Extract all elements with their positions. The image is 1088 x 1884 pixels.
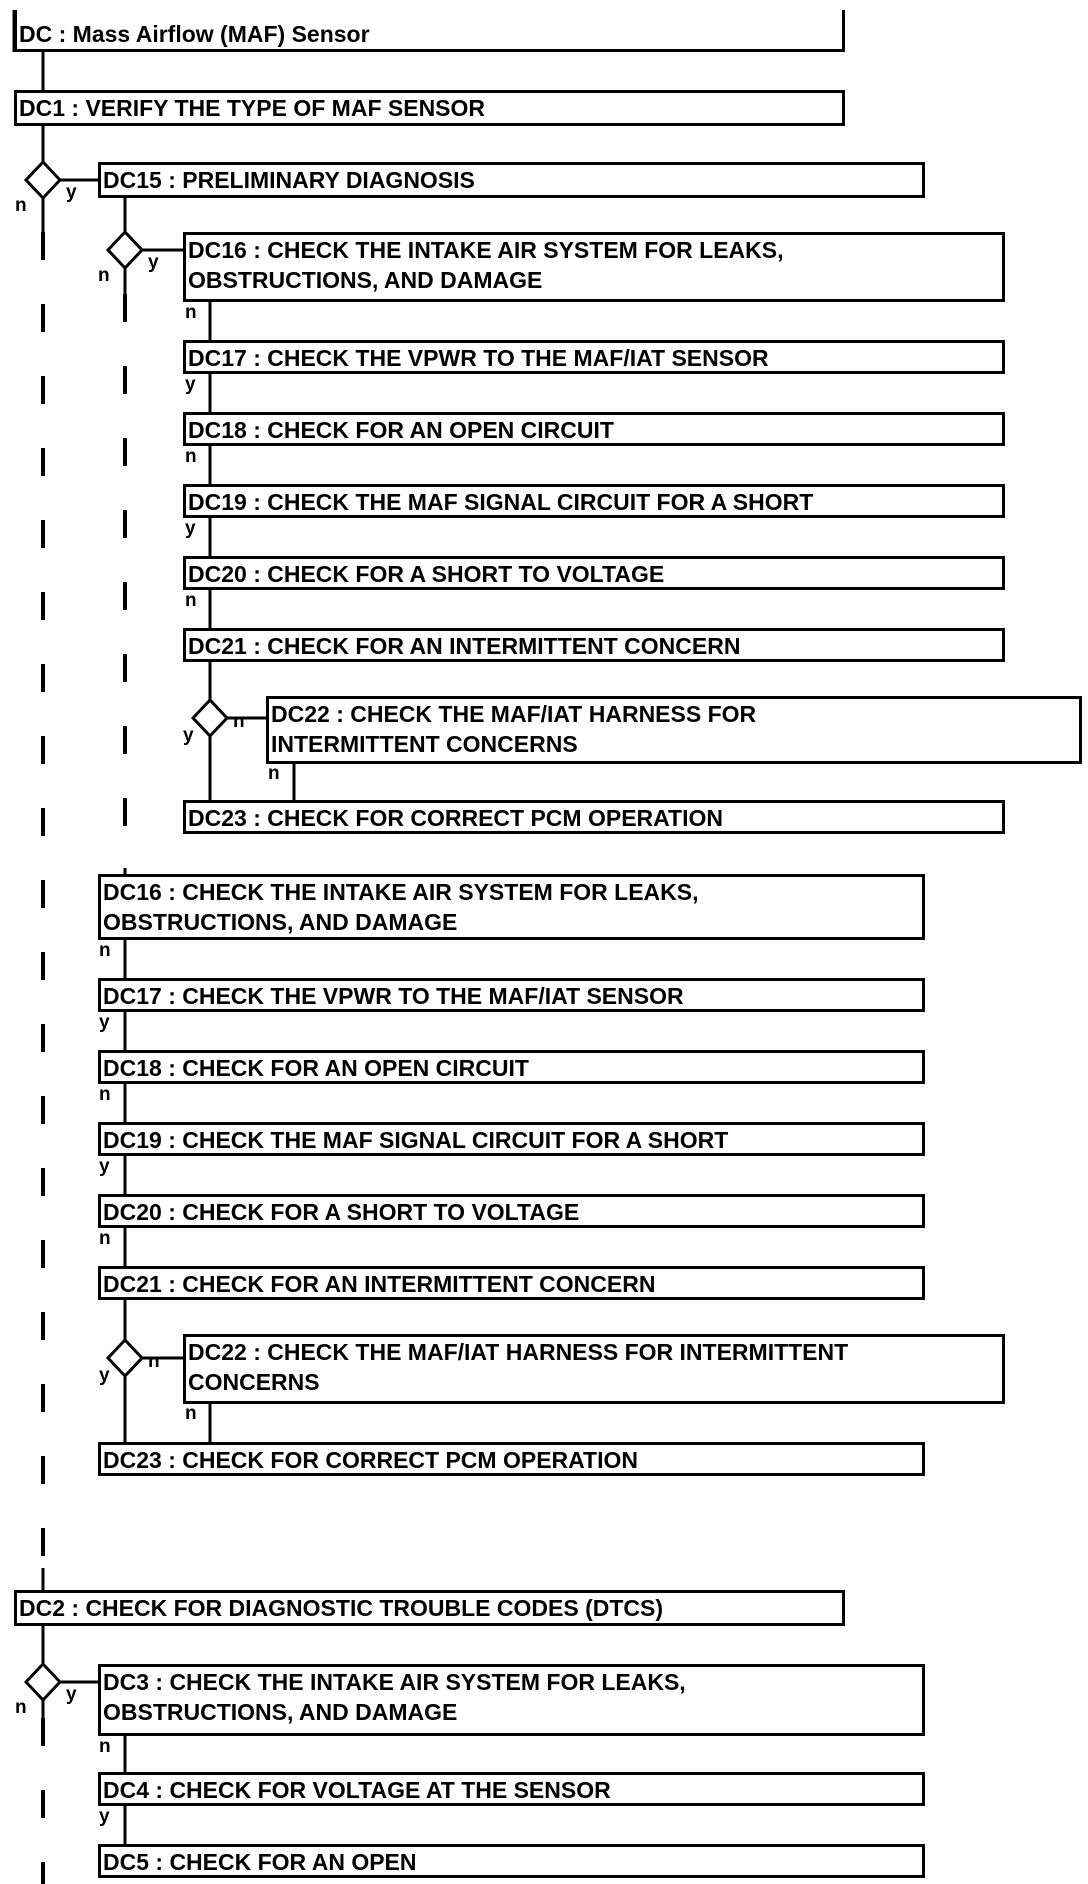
step-a-dc21: DC21 : CHECK FOR AN INTERMITTENT CONCERN bbox=[183, 628, 1005, 662]
step-dc5: DC5 : CHECK FOR AN OPEN bbox=[98, 1844, 925, 1878]
branch-label-y: y bbox=[185, 374, 196, 395]
branch-label-n: n bbox=[185, 1403, 197, 1424]
step-dc15: DC15 : PRELIMINARY DIAGNOSIS bbox=[98, 162, 925, 198]
branch-label-n: n bbox=[99, 1736, 111, 1757]
branch-label-y: y bbox=[99, 1012, 110, 1033]
branch-label-y: y bbox=[66, 1684, 77, 1705]
step-dc2: DC2 : CHECK FOR DIAGNOSTIC TROUBLE CODES… bbox=[14, 1590, 845, 1626]
step-b-dc23: DC23 : CHECK FOR CORRECT PCM OPERATION bbox=[98, 1442, 925, 1476]
step-b-dc20: DC20 : CHECK FOR A SHORT TO VOLTAGE bbox=[98, 1194, 925, 1228]
step-b-dc21: DC21 : CHECK FOR AN INTERMITTENT CONCERN bbox=[98, 1266, 925, 1300]
decision-diamond-5 bbox=[23, 1661, 63, 1703]
step-a-dc20: DC20 : CHECK FOR A SHORT TO VOLTAGE bbox=[183, 556, 1005, 590]
branch-label-y: y bbox=[66, 182, 77, 203]
title-box: DC : Mass Airflow (MAF) Sensor bbox=[14, 10, 845, 52]
branch-label-n: n bbox=[268, 763, 280, 784]
step-a-dc22: DC22 : CHECK THE MAF/IAT HARNESS FOR INT… bbox=[266, 696, 1082, 764]
decision-diamond-4 bbox=[105, 1337, 145, 1379]
decision-diamond-3 bbox=[190, 697, 230, 739]
branch-label-n: n bbox=[15, 1697, 27, 1718]
branch-label-n: n bbox=[185, 446, 197, 467]
step-b-dc16: DC16 : CHECK THE INTAKE AIR SYSTEM FOR L… bbox=[98, 874, 925, 940]
branch-label-y: y bbox=[183, 725, 194, 746]
branch-label-n: n bbox=[98, 265, 110, 286]
decision-diamond-2 bbox=[105, 229, 145, 271]
branch-label-n: n bbox=[185, 590, 197, 611]
step-dc1: DC1 : VERIFY THE TYPE OF MAF SENSOR bbox=[14, 90, 845, 126]
branch-label-y: y bbox=[185, 518, 196, 539]
step-b-dc22: DC22 : CHECK THE MAF/IAT HARNESS FOR INT… bbox=[183, 1334, 1005, 1404]
step-b-dc19: DC19 : CHECK THE MAF SIGNAL CIRCUIT FOR … bbox=[98, 1122, 925, 1156]
step-b-dc17: DC17 : CHECK THE VPWR TO THE MAF/IAT SEN… bbox=[98, 978, 925, 1012]
step-dc4: DC4 : CHECK FOR VOLTAGE AT THE SENSOR bbox=[98, 1772, 925, 1806]
branch-label-y: y bbox=[148, 252, 159, 273]
decision-diamond-1 bbox=[23, 159, 63, 201]
branch-label-y: y bbox=[99, 1156, 110, 1177]
step-a-dc18: DC18 : CHECK FOR AN OPEN CIRCUIT bbox=[183, 412, 1005, 446]
branch-label-n: n bbox=[99, 1084, 111, 1105]
branch-label-y: y bbox=[99, 1806, 110, 1827]
step-dc3: DC3 : CHECK THE INTAKE AIR SYSTEM FOR LE… bbox=[98, 1664, 925, 1736]
step-a-dc19: DC19 : CHECK THE MAF SIGNAL CIRCUIT FOR … bbox=[183, 484, 1005, 518]
branch-label-n: n bbox=[233, 711, 245, 732]
step-b-dc18: DC18 : CHECK FOR AN OPEN CIRCUIT bbox=[98, 1050, 925, 1084]
branch-label-n: n bbox=[15, 195, 27, 216]
branch-label-n: n bbox=[148, 1351, 160, 1372]
branch-label-n: n bbox=[99, 1228, 111, 1249]
branch-label-n: n bbox=[185, 302, 197, 323]
branch-label-n: n bbox=[99, 940, 111, 961]
branch-label-y: y bbox=[99, 1365, 110, 1386]
step-a-dc17: DC17 : CHECK THE VPWR TO THE MAF/IAT SEN… bbox=[183, 340, 1005, 374]
step-a-dc16: DC16 : CHECK THE INTAKE AIR SYSTEM FOR L… bbox=[183, 232, 1005, 302]
step-a-dc23: DC23 : CHECK FOR CORRECT PCM OPERATION bbox=[183, 800, 1005, 834]
